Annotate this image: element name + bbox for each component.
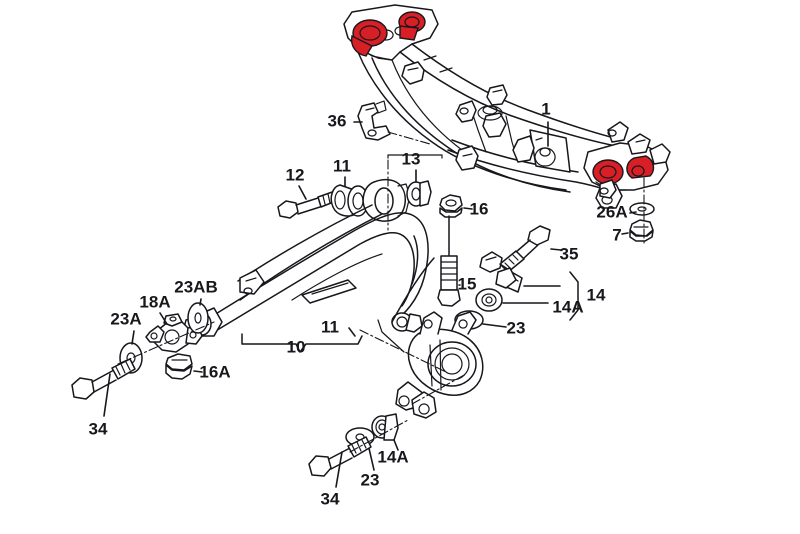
leader-18A [159, 312, 168, 325]
label-18A: 18A [139, 292, 170, 311]
brace-14 [569, 271, 579, 321]
label-7: 7 [612, 225, 621, 244]
label-36: 36 [328, 111, 347, 130]
label-14: 14 [587, 285, 606, 304]
label-26A: 26A [596, 202, 627, 221]
leader-12 [298, 185, 307, 200]
leader-35 [550, 248, 562, 251]
leader-23A [131, 330, 135, 345]
bolt-35 [499, 225, 551, 273]
leader-34-left [103, 373, 111, 417]
label-23-lower: 23 [361, 470, 380, 489]
leader-11-lower [348, 327, 356, 337]
track-rod-14 [475, 251, 523, 312]
label-10: 10 [287, 337, 306, 356]
label-34-left: 34 [89, 419, 108, 438]
leader-7 [621, 232, 629, 235]
trailing-arm-assembly [183, 204, 429, 337]
label-13: 13 [402, 149, 421, 168]
label-14A: 14A [552, 297, 583, 316]
leader-14A-lower [393, 439, 399, 451]
leader-34-lower [335, 451, 343, 488]
bushing-11-upper [330, 184, 369, 217]
label-1: 1 [541, 99, 550, 118]
label-35: 35 [560, 244, 579, 263]
washer-23AB [187, 302, 209, 334]
arm-inner-curve [411, 235, 419, 285]
rear-right-subframe-bushing [626, 155, 655, 179]
bolt-34-left [71, 358, 136, 400]
label-15: 15 [458, 274, 477, 293]
label-12: 12 [286, 165, 305, 184]
leader-23-upper [482, 323, 507, 328]
label-16: 16 [470, 199, 489, 218]
label-23A: 23A [110, 309, 141, 328]
axis-36 [387, 131, 431, 145]
nut-7 [629, 219, 654, 242]
shock-bolt-15 [437, 215, 461, 307]
link-arm-upper [391, 257, 435, 323]
label-16A: 16A [199, 362, 230, 381]
joint-18A [145, 313, 203, 353]
spacer-13 [406, 180, 432, 207]
leader-16 [463, 207, 473, 210]
axis-joint [117, 321, 215, 365]
leader-26A [629, 211, 637, 214]
leader-16A [193, 370, 203, 373]
label-23-upper: 23 [507, 318, 526, 337]
label-layer: 1 36 12 11 13 16 35 15 14 14A 23 26A 7 2… [89, 99, 628, 508]
nut-16 [439, 194, 463, 218]
rear-left-subframe-bushing [592, 159, 624, 185]
label-14A-lower: 14A [377, 447, 408, 466]
bracket-36 [357, 100, 391, 141]
bushing-14A-lower [371, 413, 399, 441]
brace-10-11 [241, 333, 363, 353]
label-34-lower: 34 [321, 489, 340, 508]
axis-knuckle-2 [411, 373, 467, 405]
bracket-13-11 [387, 154, 443, 159]
label-23AB: 23AB [174, 277, 217, 296]
nut-16A [165, 353, 193, 380]
subframe-assembly [343, 4, 671, 209]
label-11-upper: 11 [333, 156, 351, 175]
leader-23AB [199, 298, 202, 306]
wheel-knuckle-hub [395, 311, 484, 419]
label-11-lower: 11 [321, 317, 339, 336]
bolt-34-lower [308, 436, 372, 477]
leader-arm-to-knuckle [377, 319, 405, 353]
axis-lower-bolt [349, 419, 409, 453]
